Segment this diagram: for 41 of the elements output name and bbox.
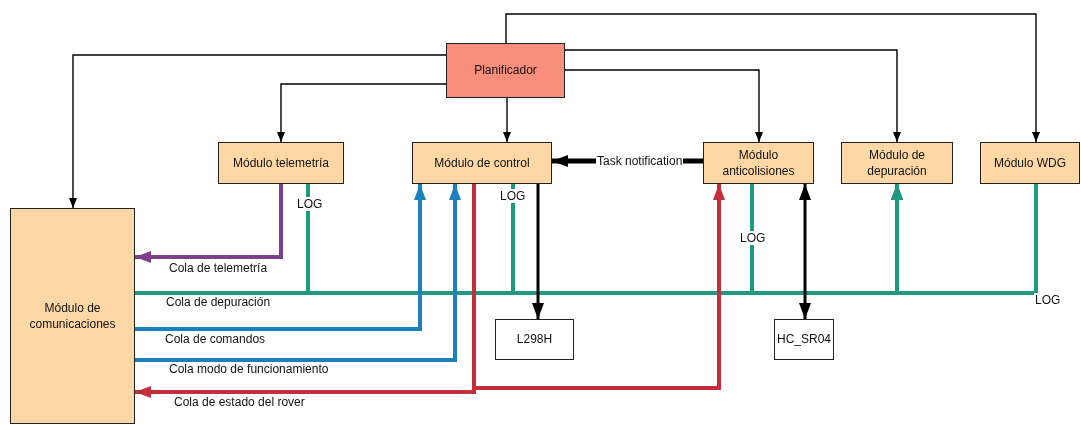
node-label: Módulo de comunicaciones [28,299,117,333]
edge-label: Cola de depuración [165,295,272,309]
module-box [10,208,135,424]
arrow [135,184,461,362]
edge-label: Cola de telemetría [168,261,269,275]
node-label: Planificador [474,62,537,79]
arrow [503,97,511,143]
edge-label: LOG [296,197,324,211]
module-box [412,142,552,184]
module-box [841,142,953,184]
node-label: Módulo de depuración [866,146,928,180]
edge-label: Task notification [596,154,684,168]
arrow [532,184,544,319]
edge-label: LOG [499,189,527,203]
arrow [564,69,763,143]
module-box [980,142,1080,184]
edge-label: Cola de comandos [164,332,267,346]
arrow [135,184,426,331]
arrow [799,184,811,319]
node-label: HC_SR04 [777,331,831,348]
edge-label: Cola de estado del rover [173,395,306,409]
arrow [564,49,901,143]
edge-label: LOG [1034,293,1062,307]
module-box [218,142,344,184]
module-box [446,43,565,98]
component-box [774,319,834,360]
node-label: Módulo telemetría [232,154,329,172]
edge-label: LOG [739,231,767,245]
node-label: L298H [516,331,553,348]
arrow [277,83,447,143]
arrow [69,54,447,209]
arrow [505,13,1040,143]
arrow [891,184,1038,295]
node-label: Módulo WDG [994,154,1066,172]
component-box [495,319,574,360]
edge-label: Cola modo de funcionamiento [168,362,330,376]
node-label: Módulo anticolisiones [721,146,796,180]
module-box [703,142,814,184]
arrow [135,184,283,263]
node-label: Módulo de control [434,154,530,172]
arrow [472,184,725,390]
